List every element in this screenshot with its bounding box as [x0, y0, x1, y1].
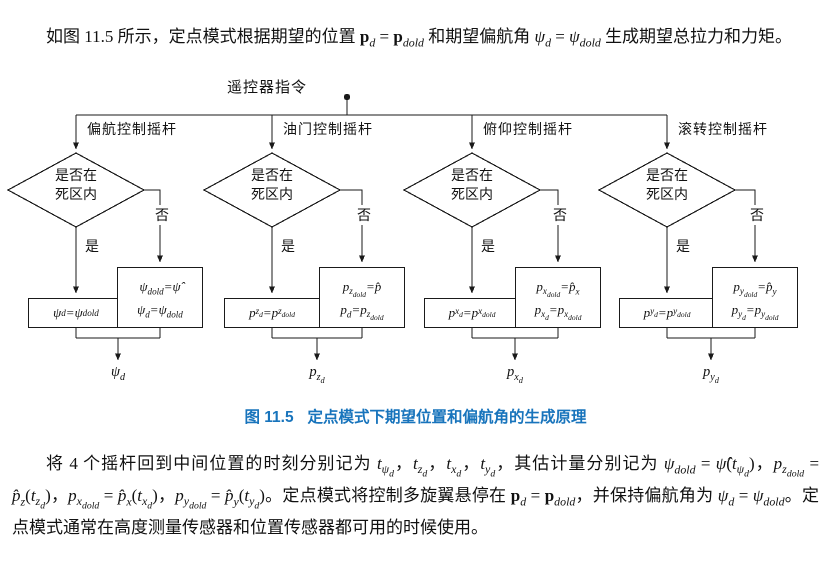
decision-diamond: [402, 152, 542, 228]
yes-label: 是: [83, 236, 101, 256]
decision-diamond: [6, 152, 146, 228]
decision-diamond: [202, 152, 342, 228]
no-label: 否: [746, 205, 768, 225]
figure-flowchart: 遥控器指令 偏航控制摇杆 油门控制摇杆 俯仰控制摇杆 滚转控制摇杆 是否在死区内…: [0, 70, 831, 386]
branch-stick-label-throttle: 油门控制摇杆: [281, 119, 375, 139]
figure-caption: 图 11.5 定点模式下期望位置和偏航角的生成原理: [0, 405, 831, 427]
output-symbol: pyd: [703, 364, 719, 385]
body-paragraph: 将 4 个摇杆回到中间位置的时刻分别记为 tψd，tzd，txd，tyd，其估计…: [12, 454, 820, 537]
rc-command-label: 遥控器指令: [227, 80, 308, 96]
yes-label: 是: [479, 236, 497, 256]
no-label: 否: [549, 205, 571, 225]
output-symbol: pxd: [507, 364, 523, 385]
decision-diamond: [597, 152, 737, 228]
output-symbol: ψd: [110, 364, 126, 383]
caption-number: 图 11.5: [244, 408, 294, 426]
branch-stick-label-yaw: 偏航控制摇杆: [85, 119, 179, 139]
yes-label: 是: [674, 236, 692, 256]
no-label: 否: [151, 205, 173, 225]
branch-stick-label-roll: 滚转控制摇杆: [676, 119, 770, 139]
flowchart-connectors: [6, 93, 758, 361]
caption-title: 定点模式下期望位置和偏航角的生成原理: [307, 408, 587, 426]
decision-diamond-text: 是否在死区内: [451, 169, 493, 203]
intro-paragraph: 如图 11.5 所示，定点模式根据期望的位置 pd = pdold 和期望偏航角…: [46, 27, 793, 50]
no-label: 否: [353, 205, 375, 225]
decision-diamond-text: 是否在死区内: [646, 169, 688, 203]
decision-diamond-text: 是否在死区内: [55, 169, 97, 203]
no-assign-box: pzdold=p̂pd=pzdold: [319, 267, 405, 328]
decision-diamond-text: 是否在死区内: [251, 169, 293, 203]
no-assign-box: ψdold=ψ̂ψd=ψdold: [117, 267, 203, 328]
branch-stick-label-pitch: 俯仰控制摇杆: [481, 119, 575, 139]
yes-label: 是: [279, 236, 297, 256]
output-symbol: pzd: [309, 364, 325, 385]
